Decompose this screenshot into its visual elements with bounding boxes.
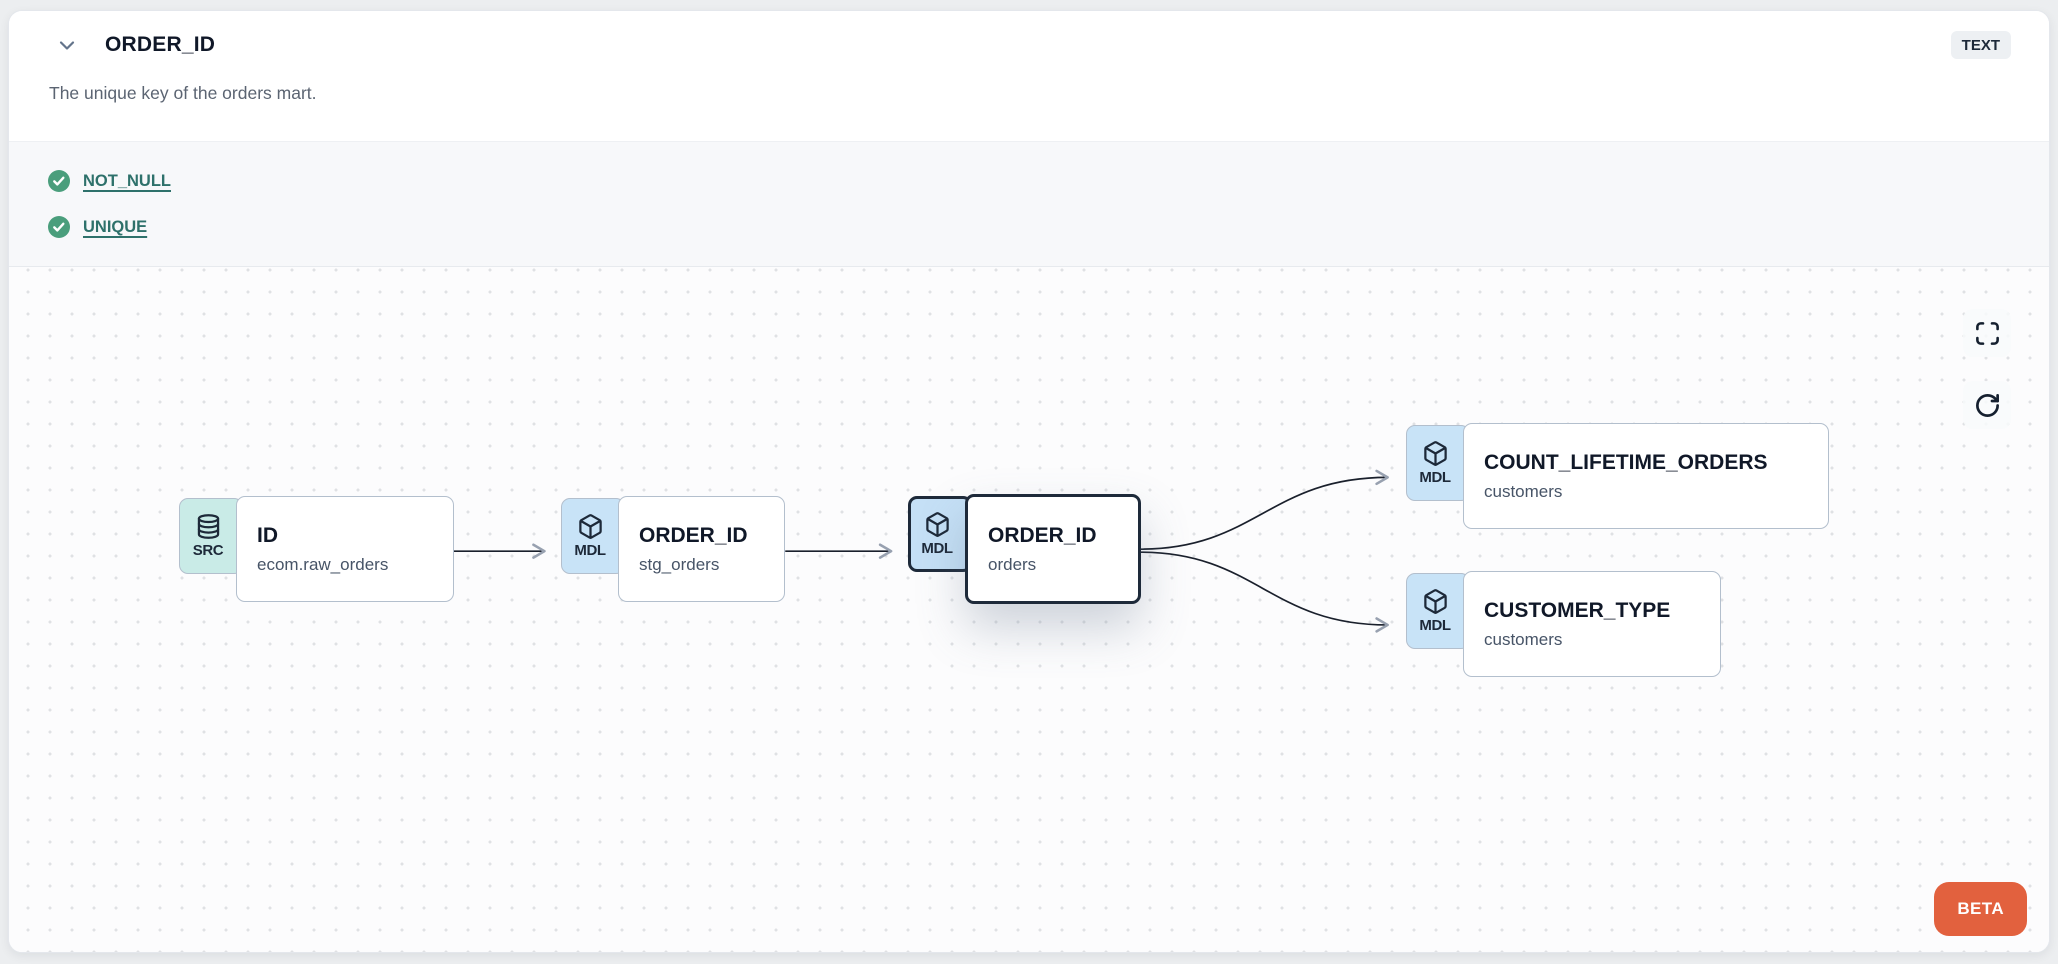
node-title: ORDER_ID <box>988 523 1097 547</box>
cube-icon <box>1422 440 1449 467</box>
test-row: NOT_NULL <box>47 169 2011 193</box>
collapse-button[interactable] <box>53 31 81 59</box>
node-card: COUNT_LIFETIME_ORDERS customers <box>1463 423 1829 529</box>
cube-icon <box>1422 588 1449 615</box>
tests-section: NOT_NULL UNIQUE <box>9 141 2049 267</box>
node-subtitle: customers <box>1484 481 1563 501</box>
test-link-unique[interactable]: UNIQUE <box>83 217 148 236</box>
lineage-node-order_id-stg-orders[interactable]: MDL ORDER_ID stg_orders <box>561 496 785 602</box>
panel-header: ORDER_ID TEXT The unique key of the orde… <box>9 11 2049 141</box>
type-badge: TEXT <box>1950 31 2011 59</box>
node-title: CUSTOMER_TYPE <box>1484 598 1671 622</box>
header-row: ORDER_ID TEXT <box>39 11 2011 59</box>
fullscreen-button[interactable] <box>1963 309 2011 357</box>
column-title: ORDER_ID <box>105 33 216 56</box>
node-kind-badge: MDL <box>561 498 625 574</box>
lineage-node-order_id-orders[interactable]: MDL ORDER_ID orders <box>908 494 1141 604</box>
beta-badge[interactable]: BETA <box>1934 882 2027 936</box>
database-icon <box>195 513 222 540</box>
node-subtitle: customers <box>1484 629 1563 649</box>
lineage-node-count_lifetime_orders-customers[interactable]: MDL COUNT_LIFETIME_ORDERS customers <box>1406 423 1829 529</box>
chevron-down-icon <box>55 33 79 57</box>
node-subtitle: stg_orders <box>639 554 720 574</box>
check-circle-icon <box>47 215 71 239</box>
column-description: The unique key of the orders mart. <box>49 83 317 103</box>
lineage-node-customer_type-customers[interactable]: MDL CUSTOMER_TYPE customers <box>1406 571 1721 677</box>
node-title: ORDER_ID <box>639 523 748 547</box>
node-title: ID <box>257 523 278 547</box>
column-detail-panel: ORDER_ID TEXT The unique key of the orde… <box>8 10 2050 953</box>
test-link-not-null[interactable]: NOT_NULL <box>83 171 171 190</box>
node-kind-badge: MDL <box>1406 425 1470 501</box>
node-title: COUNT_LIFETIME_ORDERS <box>1484 450 1768 474</box>
node-kind-badge: SRC <box>179 498 243 574</box>
cube-icon <box>577 513 604 540</box>
check-circle-icon <box>47 169 71 193</box>
refresh-button[interactable] <box>1963 381 2011 429</box>
lineage-edges <box>453 469 1389 633</box>
node-subtitle: orders <box>988 554 1037 574</box>
node-subtitle: ecom.raw_orders <box>257 554 389 574</box>
test-row: UNIQUE <box>47 215 2011 239</box>
refresh-icon <box>1974 392 2001 419</box>
cube-icon <box>924 511 951 538</box>
node-card: ORDER_ID stg_orders <box>618 496 785 602</box>
node-card: CUSTOMER_TYPE customers <box>1463 571 1721 677</box>
fullscreen-icon <box>1974 320 2001 347</box>
lineage-canvas[interactable]: BETA SRC ID ecom.raw_orders MDL ORDER_ID… <box>9 267 2049 952</box>
node-card: ID ecom.raw_orders <box>236 496 454 602</box>
node-kind-badge: MDL <box>1406 573 1470 649</box>
lineage-node-id-ecom-raw-orders[interactable]: SRC ID ecom.raw_orders <box>179 496 454 602</box>
canvas-controls <box>1963 309 2011 429</box>
node-card: ORDER_ID orders <box>965 494 1141 604</box>
node-kind-badge: MDL <box>908 496 972 572</box>
